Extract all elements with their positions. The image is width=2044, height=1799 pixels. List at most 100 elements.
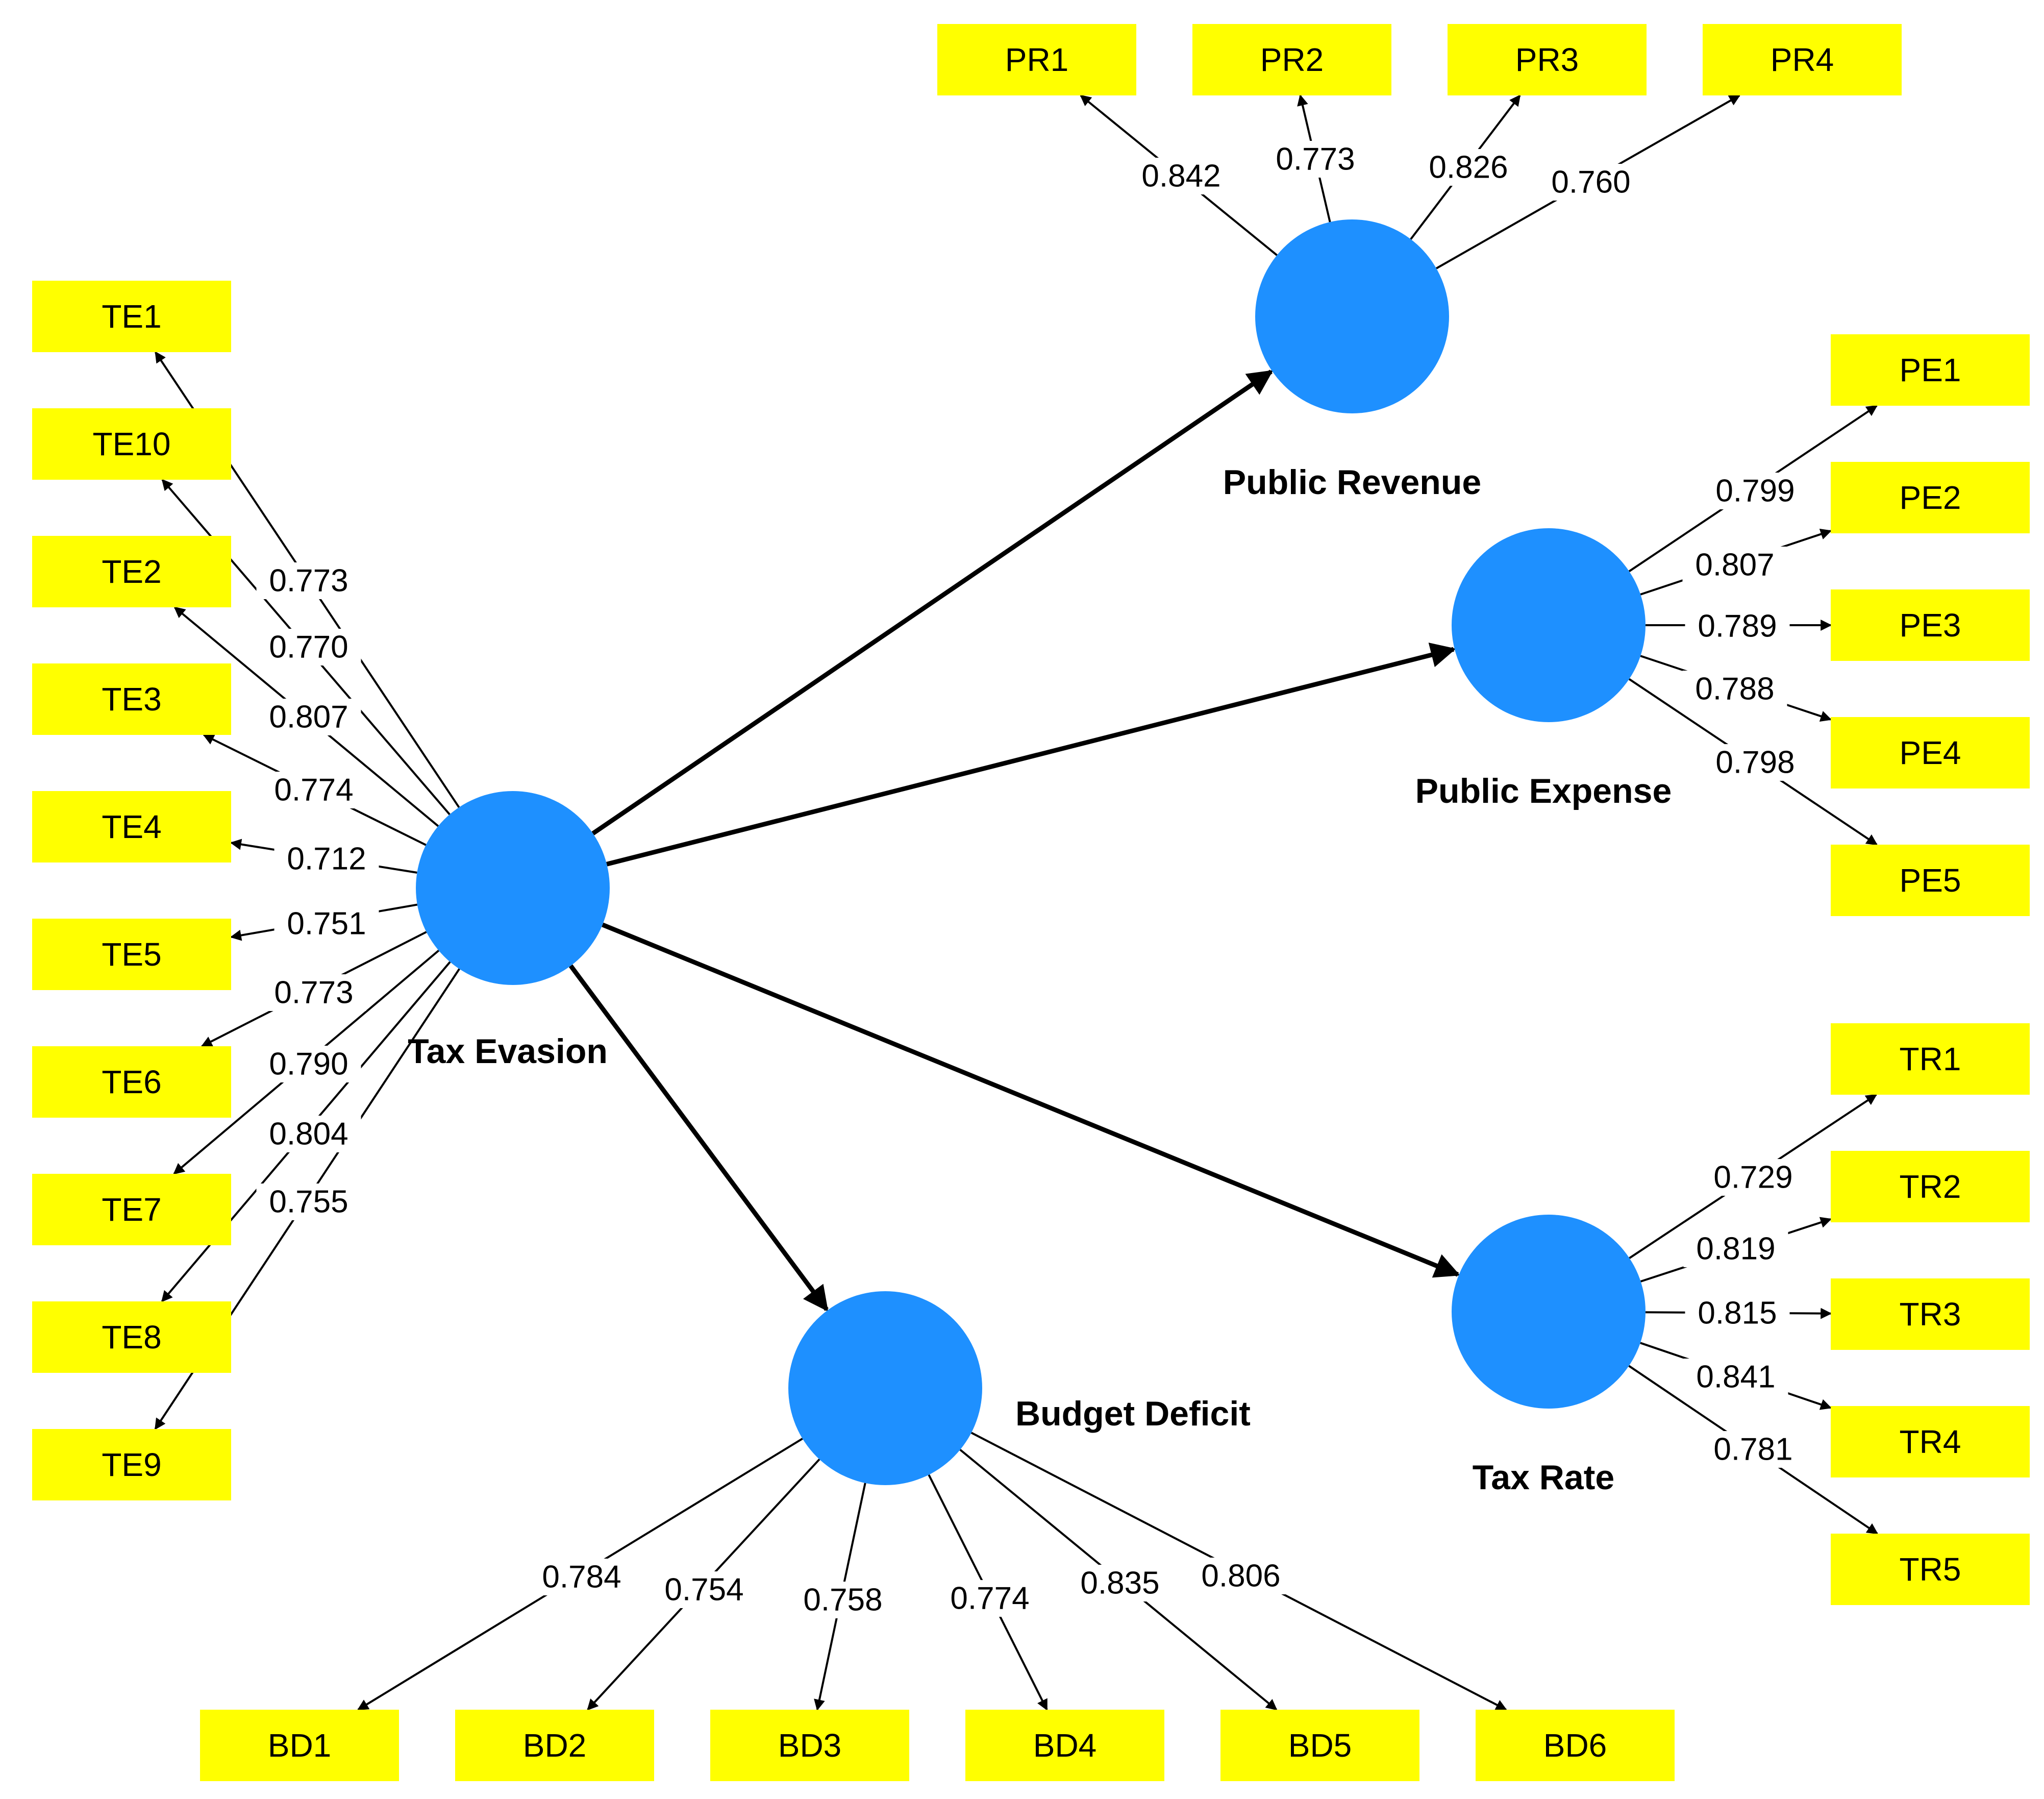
loading-label-bg-pr2 (1263, 141, 1368, 178)
indicator-label-pr1: PR1 (1005, 41, 1069, 78)
indicator-box-pr2 (1192, 24, 1391, 95)
labels-layer: 0.7730.7700.8070.7740.7120.7510.7730.790… (256, 141, 1808, 1618)
indicator-label-te1: TE1 (102, 298, 161, 335)
loading-label-bg-pe4 (1682, 671, 1787, 707)
latent-label-tax-rate: Tax Rate (1473, 1458, 1614, 1497)
loading-label-bg-tr3 (1685, 1295, 1790, 1332)
indicator-box-te5 (32, 919, 231, 990)
loading-label-bg-bd3 (790, 1582, 895, 1618)
indicator-label-tr1: TR1 (1900, 1041, 1961, 1077)
indicator-label-bd6: BD6 (1543, 1727, 1607, 1764)
loading-value-te2: 0.807 (269, 700, 348, 735)
indicator-label-bd2: BD2 (523, 1727, 587, 1764)
indicator-box-pr4 (1703, 24, 1902, 95)
indicator-label-pe1: PE1 (1900, 352, 1961, 388)
path-te-to-pr (591, 369, 1274, 835)
loading-label-bg-te8 (256, 1116, 361, 1152)
loading-label-bg-pr3 (1416, 149, 1521, 186)
loading-label-bg-te5 (274, 905, 379, 942)
indicator-box-tr1 (1831, 1023, 2030, 1095)
indicator-box-te10 (32, 408, 231, 480)
indicator-box-tr2 (1831, 1151, 2030, 1222)
indicator-box-bd4 (965, 1710, 1164, 1781)
loading-value-tr1: 0.729 (1713, 1160, 1792, 1195)
latent-label-tax-evasion: Tax Evasion (408, 1032, 608, 1071)
loading-value-bd3: 0.758 (803, 1583, 882, 1618)
indicator-label-te9: TE9 (102, 1446, 161, 1483)
indicator-box-pe3 (1831, 589, 2030, 661)
loading-lines-layer (154, 94, 1879, 1711)
loading-label-bg-pe5 (1703, 744, 1808, 781)
indicator-label-pr2: PR2 (1260, 41, 1324, 78)
indicator-box-te7 (32, 1174, 231, 1245)
indicator-label-pe3: PE3 (1900, 607, 1961, 644)
loading-value-pr3: 0.826 (1429, 150, 1508, 185)
indicator-label-te3: TE3 (102, 681, 161, 718)
loading-value-bd2: 0.754 (664, 1572, 743, 1608)
latent-circle-tax-rate (1452, 1215, 1646, 1409)
loading-label-bg-pe3 (1685, 608, 1790, 645)
indicator-label-pe5: PE5 (1900, 862, 1961, 899)
loading-value-pe2: 0.807 (1695, 548, 1774, 583)
indicator-label-te6: TE6 (102, 1064, 161, 1100)
indicator-box-te3 (32, 663, 231, 735)
loading-value-te8: 0.804 (269, 1117, 348, 1152)
indicator-box-bd5 (1220, 1710, 1419, 1781)
indicator-label-te2: TE2 (102, 553, 161, 590)
indicator-box-pr3 (1448, 24, 1647, 95)
indicator-label-pe2: PE2 (1900, 479, 1961, 516)
latent-label-public-revenue: Public Revenue (1223, 463, 1481, 502)
indicator-label-bd3: BD3 (778, 1727, 842, 1764)
loading-label-bg-te2 (256, 699, 361, 735)
latent-label-public-expense: Public Expense (1415, 772, 1672, 810)
structural-paths-layer (568, 369, 1460, 1312)
loading-label-bg-bd6 (1188, 1558, 1293, 1594)
loading-value-tr4: 0.841 (1696, 1360, 1775, 1395)
loading-value-te1: 0.773 (269, 563, 348, 599)
loading-value-bd5: 0.835 (1080, 1566, 1159, 1601)
loading-value-te7: 0.790 (269, 1047, 348, 1082)
loading-value-pe3: 0.789 (1698, 609, 1777, 644)
loading-value-pr1: 0.842 (1141, 159, 1220, 194)
loading-value-te9: 0.755 (269, 1185, 348, 1220)
latent-variables-layer (416, 219, 1646, 1485)
loading-label-bg-pr4 (1538, 164, 1643, 201)
loading-label-bg-te1 (256, 562, 361, 599)
indicator-label-tr2: TR2 (1900, 1168, 1961, 1205)
indicator-box-bd3 (710, 1710, 909, 1781)
loading-label-bg-tr5 (1701, 1431, 1806, 1468)
indicator-box-pe2 (1831, 462, 2030, 533)
indicator-box-tr3 (1831, 1278, 2030, 1350)
path-te-to-bd (568, 964, 829, 1312)
indicator-box-tr4 (1831, 1406, 2030, 1477)
indicator-label-tr4: TR4 (1900, 1423, 1961, 1460)
indicator-label-te8: TE8 (102, 1319, 161, 1356)
indicator-box-bd2 (455, 1710, 654, 1781)
indicator-box-pe4 (1831, 717, 2030, 788)
loading-value-tr5: 0.781 (1713, 1432, 1792, 1467)
indicator-box-te8 (32, 1301, 231, 1373)
loading-label-bg-pe2 (1682, 547, 1787, 583)
indicator-label-te10: TE10 (93, 426, 171, 462)
loading-value-te6: 0.773 (274, 975, 353, 1011)
loading-label-bg-bd1 (529, 1559, 634, 1595)
indicator-box-pr1 (937, 24, 1136, 95)
indicator-label-tr5: TR5 (1900, 1551, 1961, 1588)
loading-label-bg-te6 (261, 974, 366, 1011)
indicator-box-pe5 (1831, 845, 2030, 916)
loading-label-bg-pr1 (1129, 158, 1234, 194)
latent-circle-public-revenue (1255, 219, 1449, 413)
indicator-box-tr5 (1831, 1534, 2030, 1605)
loading-value-pr4: 0.760 (1551, 165, 1630, 200)
indicator-label-pr4: PR4 (1771, 41, 1834, 78)
loading-value-tr2: 0.819 (1696, 1231, 1775, 1267)
latent-circle-tax-evasion (416, 791, 610, 985)
indicator-box-pe1 (1831, 334, 2030, 406)
indicator-box-te6 (32, 1046, 231, 1118)
loading-value-te10: 0.770 (269, 630, 348, 665)
latent-label-budget-deficit: Budget Deficit (1015, 1394, 1251, 1433)
loading-label-bg-te3 (261, 772, 366, 808)
loading-label-bg-te7 (256, 1046, 361, 1082)
loading-value-pe5: 0.798 (1715, 745, 1794, 780)
